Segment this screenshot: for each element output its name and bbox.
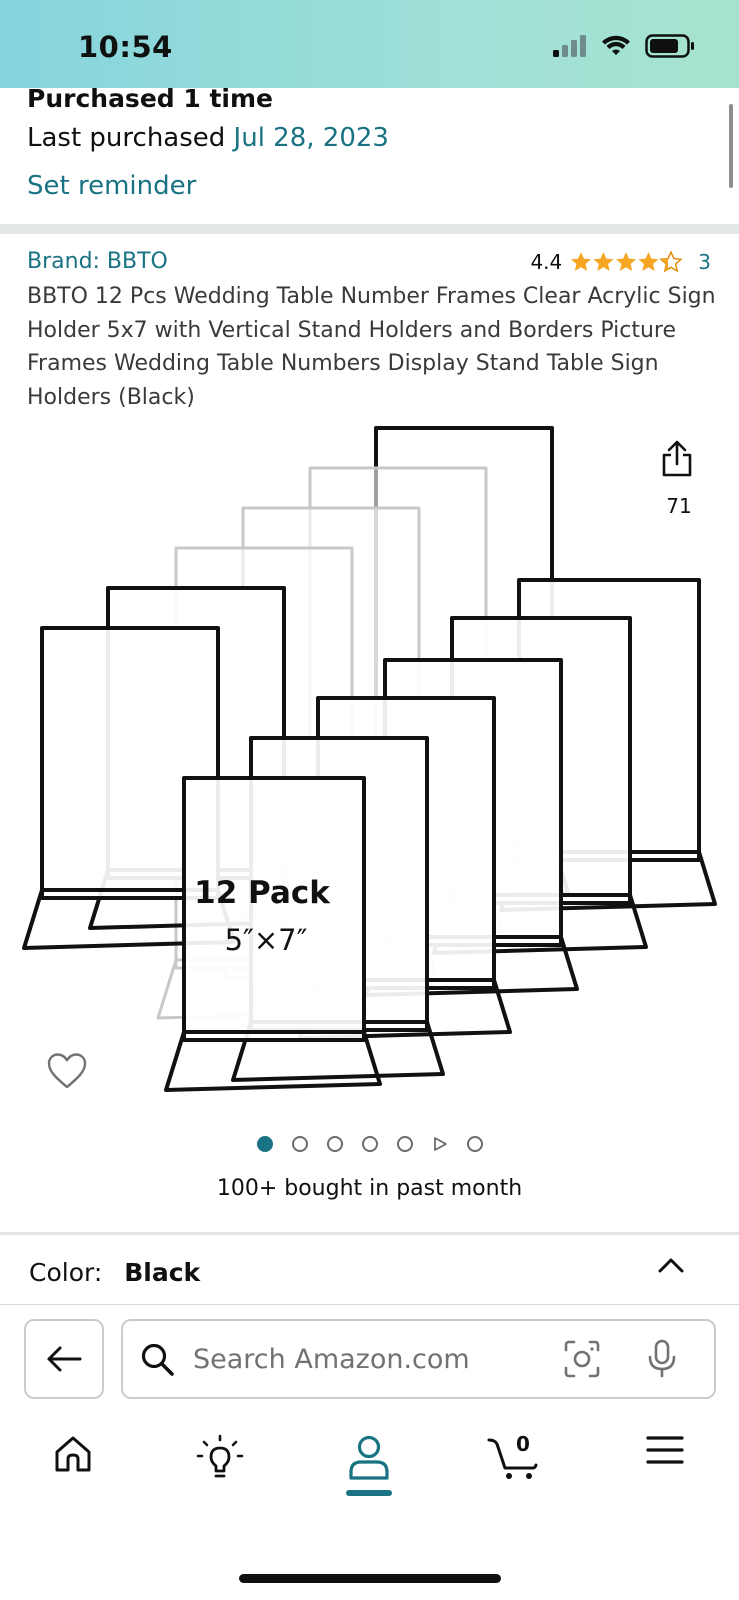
last-purchased: Last purchased Jul 28, 2023 <box>27 123 717 153</box>
wifi-icon <box>602 35 630 55</box>
carousel-dot[interactable] <box>466 1136 483 1152</box>
rating-summary[interactable]: 4.4 3 <box>530 250 711 274</box>
status-bar: 10:54 <box>0 0 739 88</box>
cart-icon <box>487 1438 538 1479</box>
microphone-icon[interactable] <box>647 1339 677 1379</box>
last-purchased-label: Last purchased <box>27 123 226 153</box>
share-icon <box>662 440 692 477</box>
bought-in-past-month: 100+ bought in past month <box>216 1176 523 1201</box>
arrow-left-icon <box>47 1346 82 1372</box>
product-title: BBTO 12 Pcs Wedding Table Number Frames … <box>27 284 716 410</box>
search-icon <box>141 1343 174 1376</box>
search-box[interactable] <box>121 1319 716 1399</box>
search-input[interactable] <box>193 1337 553 1381</box>
product-image[interactable]: 12 Pack 5″×7″ <box>0 408 739 1128</box>
tab-menu[interactable] <box>630 1434 700 1504</box>
search-bar-area <box>0 1304 739 1410</box>
battery-icon <box>645 34 694 58</box>
back-button[interactable] <box>24 1319 104 1399</box>
brand-link[interactable]: Brand: BBTO <box>27 249 168 274</box>
color-label: Color: <box>29 1258 103 1287</box>
share-button[interactable] <box>660 440 694 482</box>
heart-icon <box>47 1053 87 1089</box>
cart-count: 0 <box>516 1432 530 1456</box>
purchased-count: Purchased 1 time <box>27 84 273 113</box>
lightbulb-icon <box>196 1434 244 1478</box>
color-divider <box>0 1232 739 1235</box>
sign-holder-base <box>164 1030 382 1092</box>
home-icon <box>55 1436 91 1472</box>
size-label: 5″×7″ <box>225 923 308 957</box>
purchase-history: Purchased 1 time Last purchased Jul 28, … <box>27 84 717 201</box>
carousel-dot[interactable] <box>291 1136 308 1152</box>
bottom-tab-bar <box>0 1410 739 1520</box>
rating-count: 3 <box>698 250 711 274</box>
section-divider <box>0 224 739 234</box>
active-tab-indicator <box>346 1490 392 1496</box>
cellular-signal-icon <box>553 35 586 57</box>
status-time: 10:54 <box>78 30 173 64</box>
color-collapse-button[interactable] <box>657 1256 685 1278</box>
tab-inspire[interactable] <box>185 1434 255 1504</box>
status-icons <box>553 34 695 58</box>
tab-cart[interactable] <box>480 1434 550 1504</box>
rating-value: 4.4 <box>530 250 563 274</box>
set-reminder-link[interactable]: Set reminder <box>27 171 197 201</box>
home-indicator <box>239 1574 501 1583</box>
pack-label: 12 Pack <box>194 875 331 911</box>
carousel-dot[interactable] <box>361 1136 378 1152</box>
image-carousel-dots[interactable] <box>0 1136 739 1152</box>
camera-search-icon[interactable] <box>563 1339 601 1379</box>
menu-icon <box>646 1436 684 1464</box>
account-icon <box>349 1435 389 1480</box>
color-value: Black <box>124 1258 201 1287</box>
sign-holder-frame <box>182 776 366 1042</box>
carousel-dot[interactable] <box>256 1136 273 1152</box>
tab-home[interactable] <box>38 1434 108 1504</box>
carousel-dot[interactable] <box>396 1136 413 1152</box>
tab-account[interactable] <box>334 1434 404 1504</box>
wishlist-button[interactable] <box>46 1052 88 1094</box>
carousel-video-icon[interactable] <box>432 1136 448 1152</box>
star-rating-icon <box>571 251 683 272</box>
share-count: 71 <box>666 494 692 518</box>
scrollbar[interactable] <box>729 104 733 188</box>
chevron-up-icon <box>658 1258 684 1273</box>
last-purchased-date[interactable]: Jul 28, 2023 <box>233 123 389 153</box>
color-selector[interactable]: Color: Black <box>29 1258 200 1287</box>
carousel-dot[interactable] <box>326 1136 343 1152</box>
